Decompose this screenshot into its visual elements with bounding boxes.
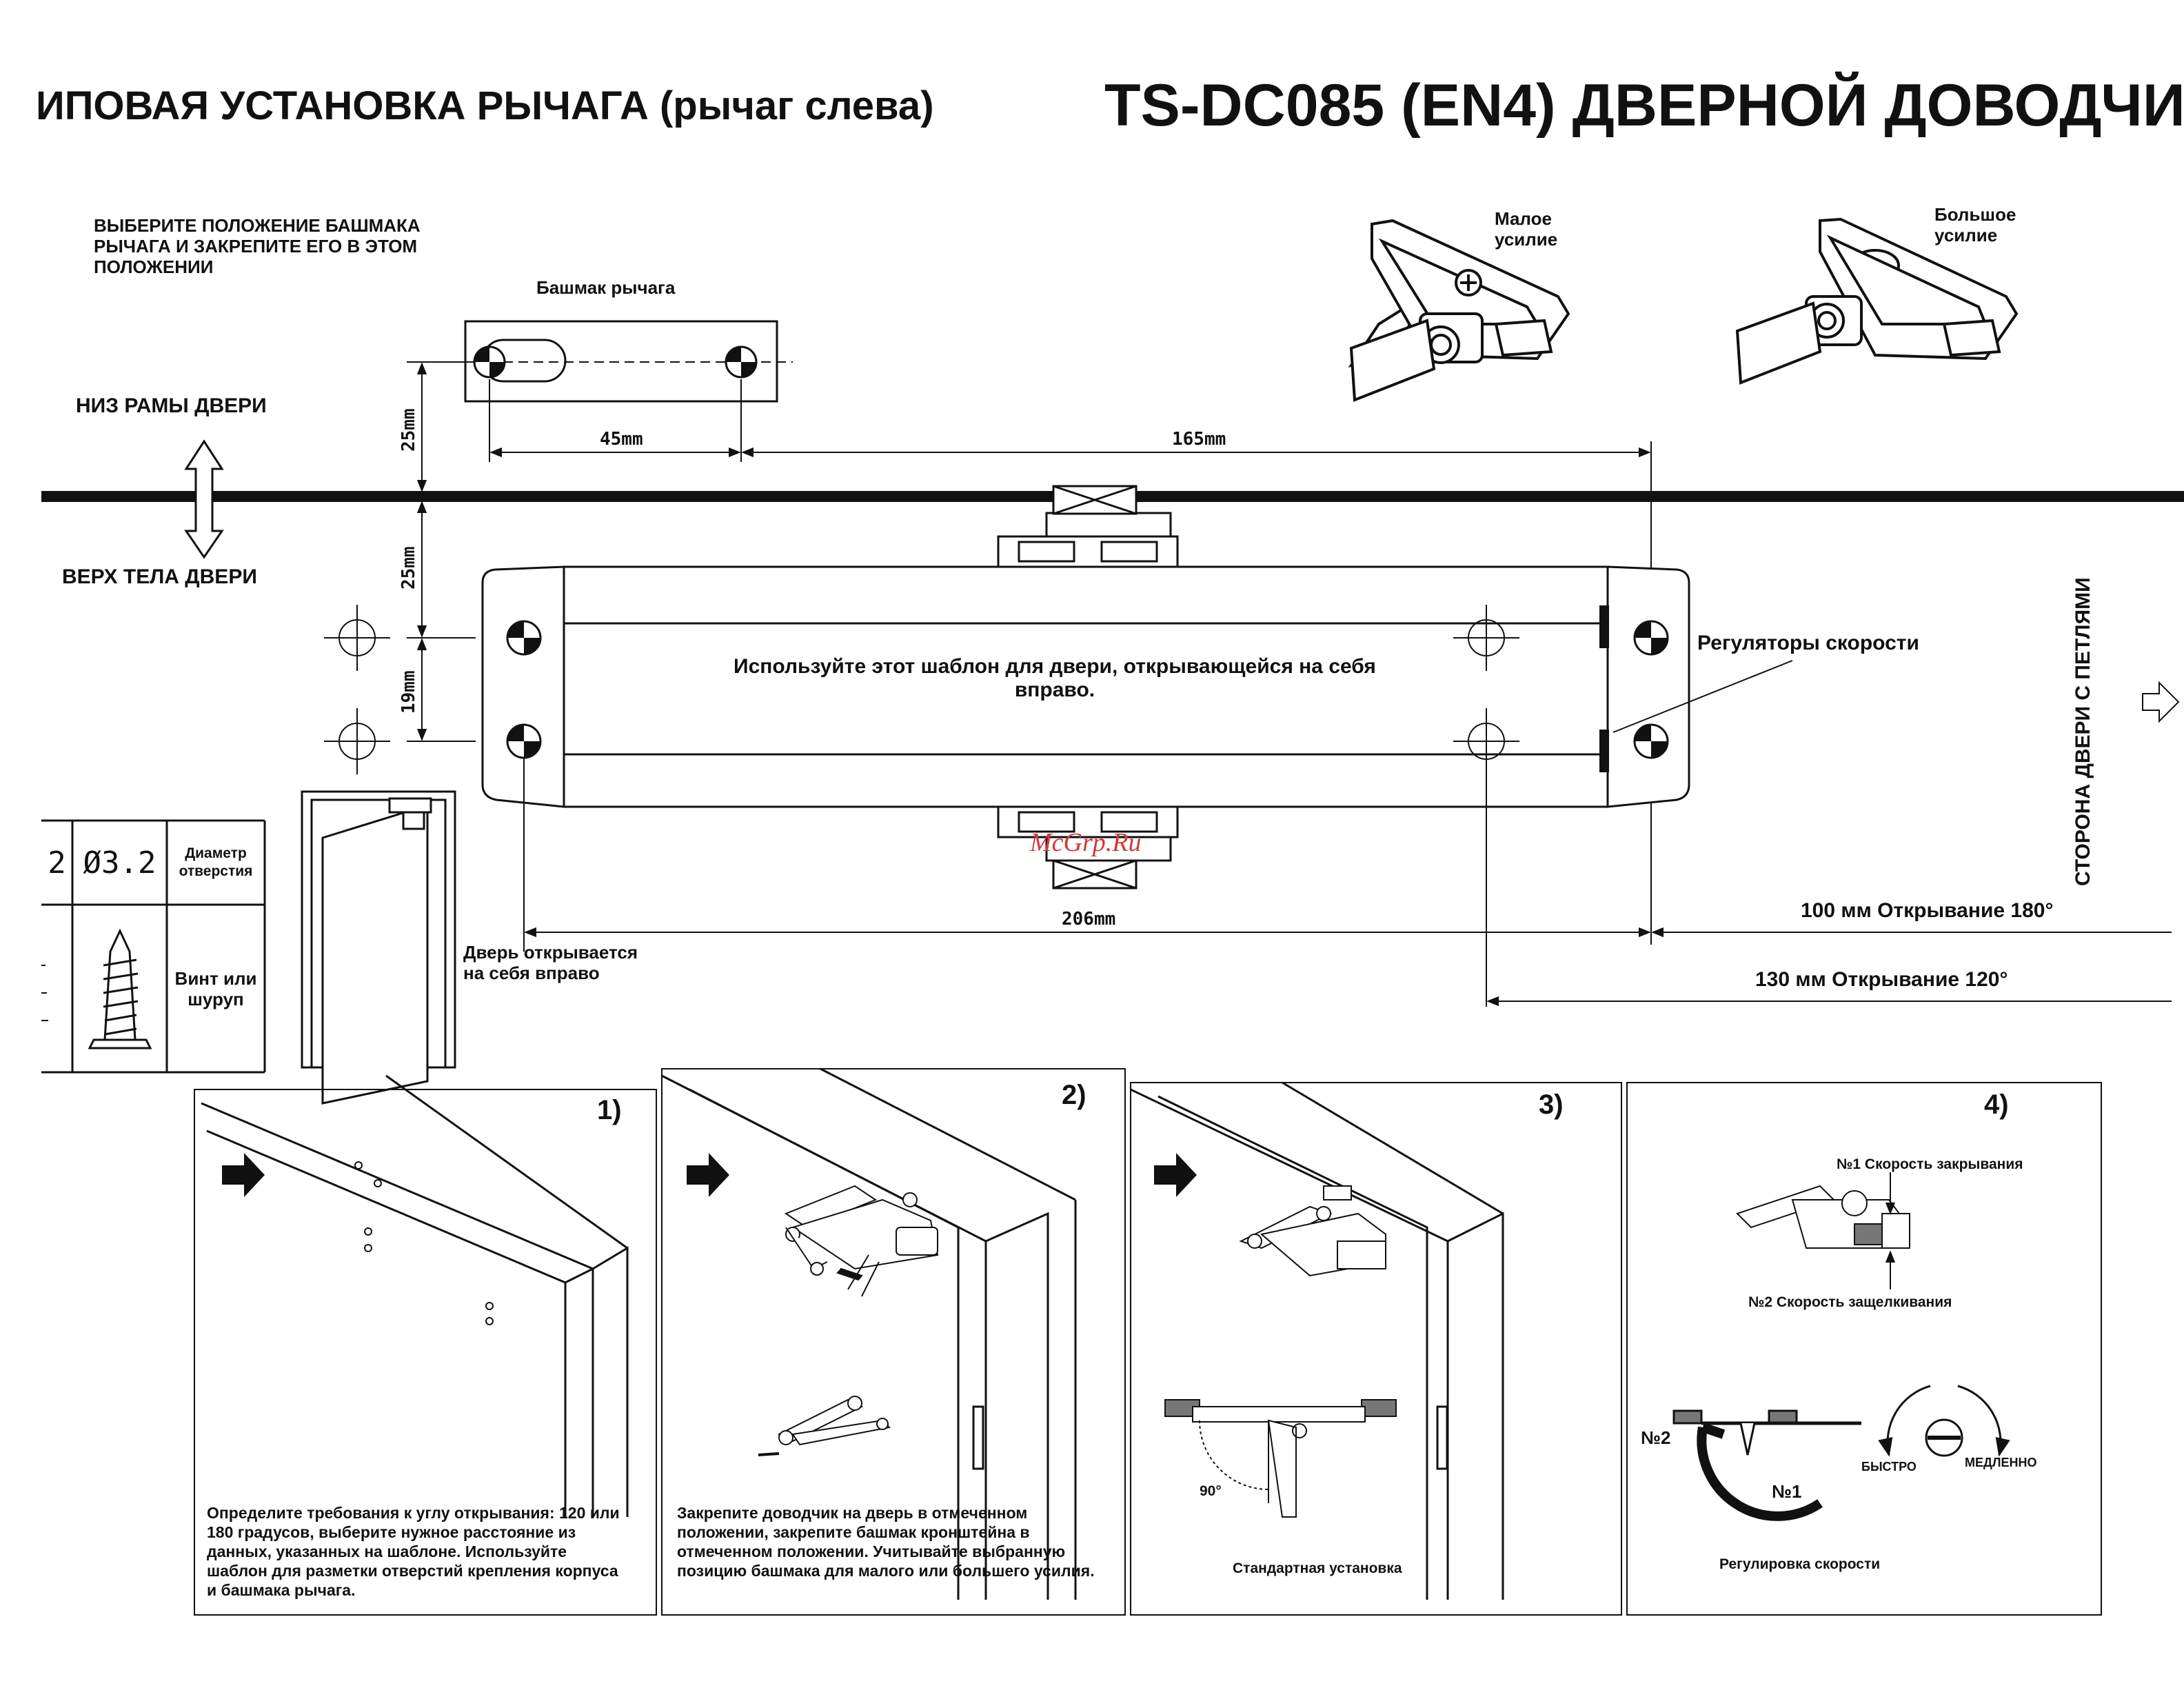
door-top-label: ВЕРХ ТЕЛА ДВЕРИ	[62, 565, 257, 588]
step2-door-drawing	[661, 1067, 1077, 1600]
body-mount-hole-left-top	[506, 620, 542, 656]
step1-door-drawing	[201, 1074, 629, 1517]
table-partial-value: 2	[48, 845, 66, 881]
large-force-shoe-illustration	[1735, 217, 2019, 385]
closer-body-outline	[481, 485, 1690, 890]
step1-number: 1)	[597, 1095, 622, 1125]
screw-icon	[88, 928, 152, 1049]
step4-no1-label: №1	[1772, 1481, 1802, 1502]
step2-arm-assembly	[758, 1396, 891, 1456]
step3-top-view	[1164, 1399, 1397, 1518]
step4-slow-label: МЕДЛЕННО	[1965, 1456, 2037, 1469]
frame-bottom-label: НИЗ РАМЫ ДВЕРИ	[76, 394, 267, 417]
step-panel-frames	[194, 1068, 2102, 1616]
small-force-label: Малое усилие	[1495, 208, 1558, 250]
step3-number: 3)	[1539, 1089, 1564, 1120]
body-template-note: Используйте этот шаблон для двери, откры…	[734, 655, 1376, 701]
speed-regulator-top	[1599, 605, 1609, 648]
step4-fast-label: БЫСТРО	[1861, 1460, 1917, 1474]
alternate-mount-crosshairs	[324, 605, 1519, 774]
body-mount-hole-right-bottom	[1633, 723, 1669, 759]
step2-text: Закрепите доводчик на дверь в отмеченном…	[677, 1504, 1095, 1580]
body-mount-hole-left-bottom	[506, 723, 542, 759]
door-opens-label: Дверь открывается на себя вправо	[463, 942, 638, 983]
step1-arrow-icon	[222, 1153, 265, 1197]
dimension-206mm-label: 206mm	[1062, 909, 1116, 930]
valve-adjust-icon	[1878, 1385, 2010, 1457]
step3-angle-label: 90°	[1200, 1483, 1222, 1499]
lever-installation-title: ИПОВАЯ УСТАНОВКА РЫЧАГА (рычаг слева)	[36, 83, 934, 128]
step4-caption: Регулировка скорости	[1719, 1556, 1881, 1572]
opening-180-label: 100 мм Открывание 180°	[1801, 899, 2054, 922]
step4-number: 4)	[1984, 1089, 2009, 1120]
step4-latching-speed-label: №2 Скорость защелкивания	[1748, 1294, 1952, 1310]
dimension-25mm-mid-label: 25mm	[398, 546, 419, 590]
shoe-mount-hole-right	[725, 345, 758, 379]
body-mount-hole-right-top	[1633, 620, 1669, 656]
shoe-label: Башмак рычага	[536, 277, 676, 298]
table-diameter-value: Ø3.2	[83, 845, 156, 881]
step3-door-drawing	[1130, 1081, 1504, 1600]
opening-120-label: 130 мм Открывание 120°	[1755, 968, 2008, 991]
door-opens-right-icon	[301, 790, 456, 1105]
dimension-45mm-label: 45mm	[600, 429, 643, 450]
dimension-25mm-top-label: 25mm	[398, 408, 419, 452]
product-title: TS-DC085 (EN4) ДВЕРНОЙ ДОВОДЧИ	[1104, 72, 2184, 139]
step1-text: Определите требования к углу открывания:…	[207, 1504, 620, 1599]
watermark: McGrp.Ru	[1030, 828, 1142, 857]
small-force-shoe-illustration	[1348, 219, 1570, 402]
shoe-instruction: ВЫБЕРИТЕ ПОЛОЖЕНИЕ БАШМАКА РЫЧАГА И ЗАКР…	[94, 215, 421, 277]
step4-no2-label: №2	[1641, 1427, 1671, 1448]
speed-regulators-label: Регуляторы скорости	[1697, 632, 1919, 654]
step2-arrow-icon	[687, 1153, 729, 1197]
hinge-side-label: СТОРОНА ДВЕРИ С ПЕТЛЯМИ	[2072, 577, 2094, 886]
step2-number: 2)	[1062, 1080, 1086, 1110]
hinge-side-arrow-icon	[2142, 681, 2180, 723]
dimension-19mm-label: 19mm	[398, 670, 419, 714]
shoe-mount-hole-left	[473, 345, 506, 379]
step3-closer-installed	[1239, 1185, 1386, 1277]
double-arrow-icon	[184, 439, 224, 559]
large-force-label: Большое усилие	[1934, 204, 2016, 245]
step2-closer-exploded	[784, 1185, 939, 1297]
table-diameter-label: Диаметр отверстия	[179, 845, 253, 879]
speed-regulator-bottom	[1599, 730, 1609, 772]
step1-mark-holes	[354, 1161, 494, 1325]
table-screw-label: Винт или шуруп	[174, 967, 257, 1009]
step4-closing-speed-label: №1 Скорость закрывания	[1837, 1156, 2023, 1172]
step4-closer-detail	[1736, 1185, 1911, 1249]
step3-arrow-icon	[1154, 1153, 1197, 1197]
dimension-165mm-label: 165mm	[1172, 429, 1226, 450]
step4-speed-range-diagram	[1672, 1409, 1861, 1521]
step3-caption: Стандартная установка	[1233, 1560, 1402, 1576]
screw-table	[41, 819, 266, 1074]
